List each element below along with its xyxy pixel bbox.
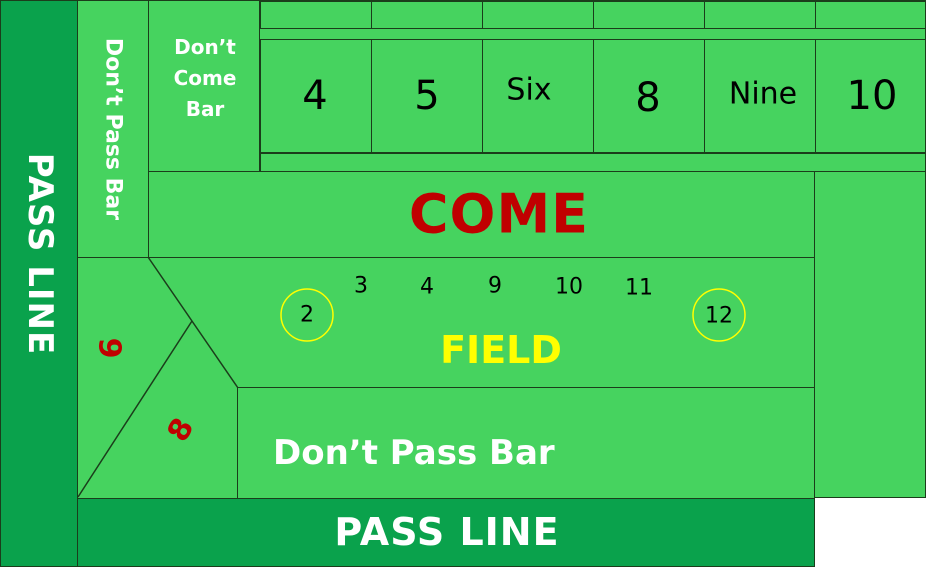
dont-come-bar-line-2: Come (173, 66, 237, 90)
place-number-4: 4 (302, 73, 328, 119)
place-number-5: 5 (414, 73, 440, 119)
place-number-box-10[interactable]: 10 (815, 39, 926, 153)
dont-come-bar-zone[interactable]: Don’t Come Bar (148, 0, 260, 172)
pass-line-left-zone[interactable]: PASS LINE (0, 0, 78, 567)
field-zone[interactable] (200, 262, 810, 382)
place-number-box-4[interactable]: 4 (260, 39, 372, 153)
place-number-nine: Nine (728, 76, 798, 112)
field-number-4: 4 (420, 274, 434, 300)
place-number-six: Six (506, 72, 552, 108)
dont-pass-bar-vertical-zone[interactable]: Don’t Pass Bar (77, 0, 149, 258)
field-number-2: 2 (300, 302, 314, 328)
come-zone[interactable]: COME (148, 171, 815, 259)
field-label: FIELD (440, 328, 562, 372)
field-number-11: 11 (625, 275, 653, 301)
field-number-3: 3 (354, 273, 368, 299)
place-bets-area: 4 5 Six 8 Nine 10 (259, 0, 926, 173)
field-number-9: 9 (488, 273, 502, 299)
pass-line-bottom-label: PASS LINE (334, 510, 560, 554)
come-label: COME (408, 182, 590, 246)
field-number-12: 12 (705, 303, 733, 329)
field-number-10: 10 (555, 274, 583, 300)
dont-pass-bar-bottom-label: Don’t Pass Bar (273, 433, 555, 473)
dont-pass-bar-bottom-zone[interactable]: Don’t Pass Bar (237, 387, 815, 499)
place-number-box-8[interactable]: 8 (593, 39, 705, 153)
big-six-label: 6 (94, 337, 130, 359)
place-number-10: 10 (846, 73, 898, 119)
place-number-8: 8 (635, 75, 661, 121)
buy-strip-cell-6[interactable] (815, 1, 926, 29)
right-side-zone (814, 171, 926, 498)
dont-come-bar-line-1: Don’t (174, 35, 236, 59)
dont-come-bar-line-3: Bar (185, 97, 225, 121)
pass-line-bottom-zone[interactable]: PASS LINE (77, 498, 815, 567)
